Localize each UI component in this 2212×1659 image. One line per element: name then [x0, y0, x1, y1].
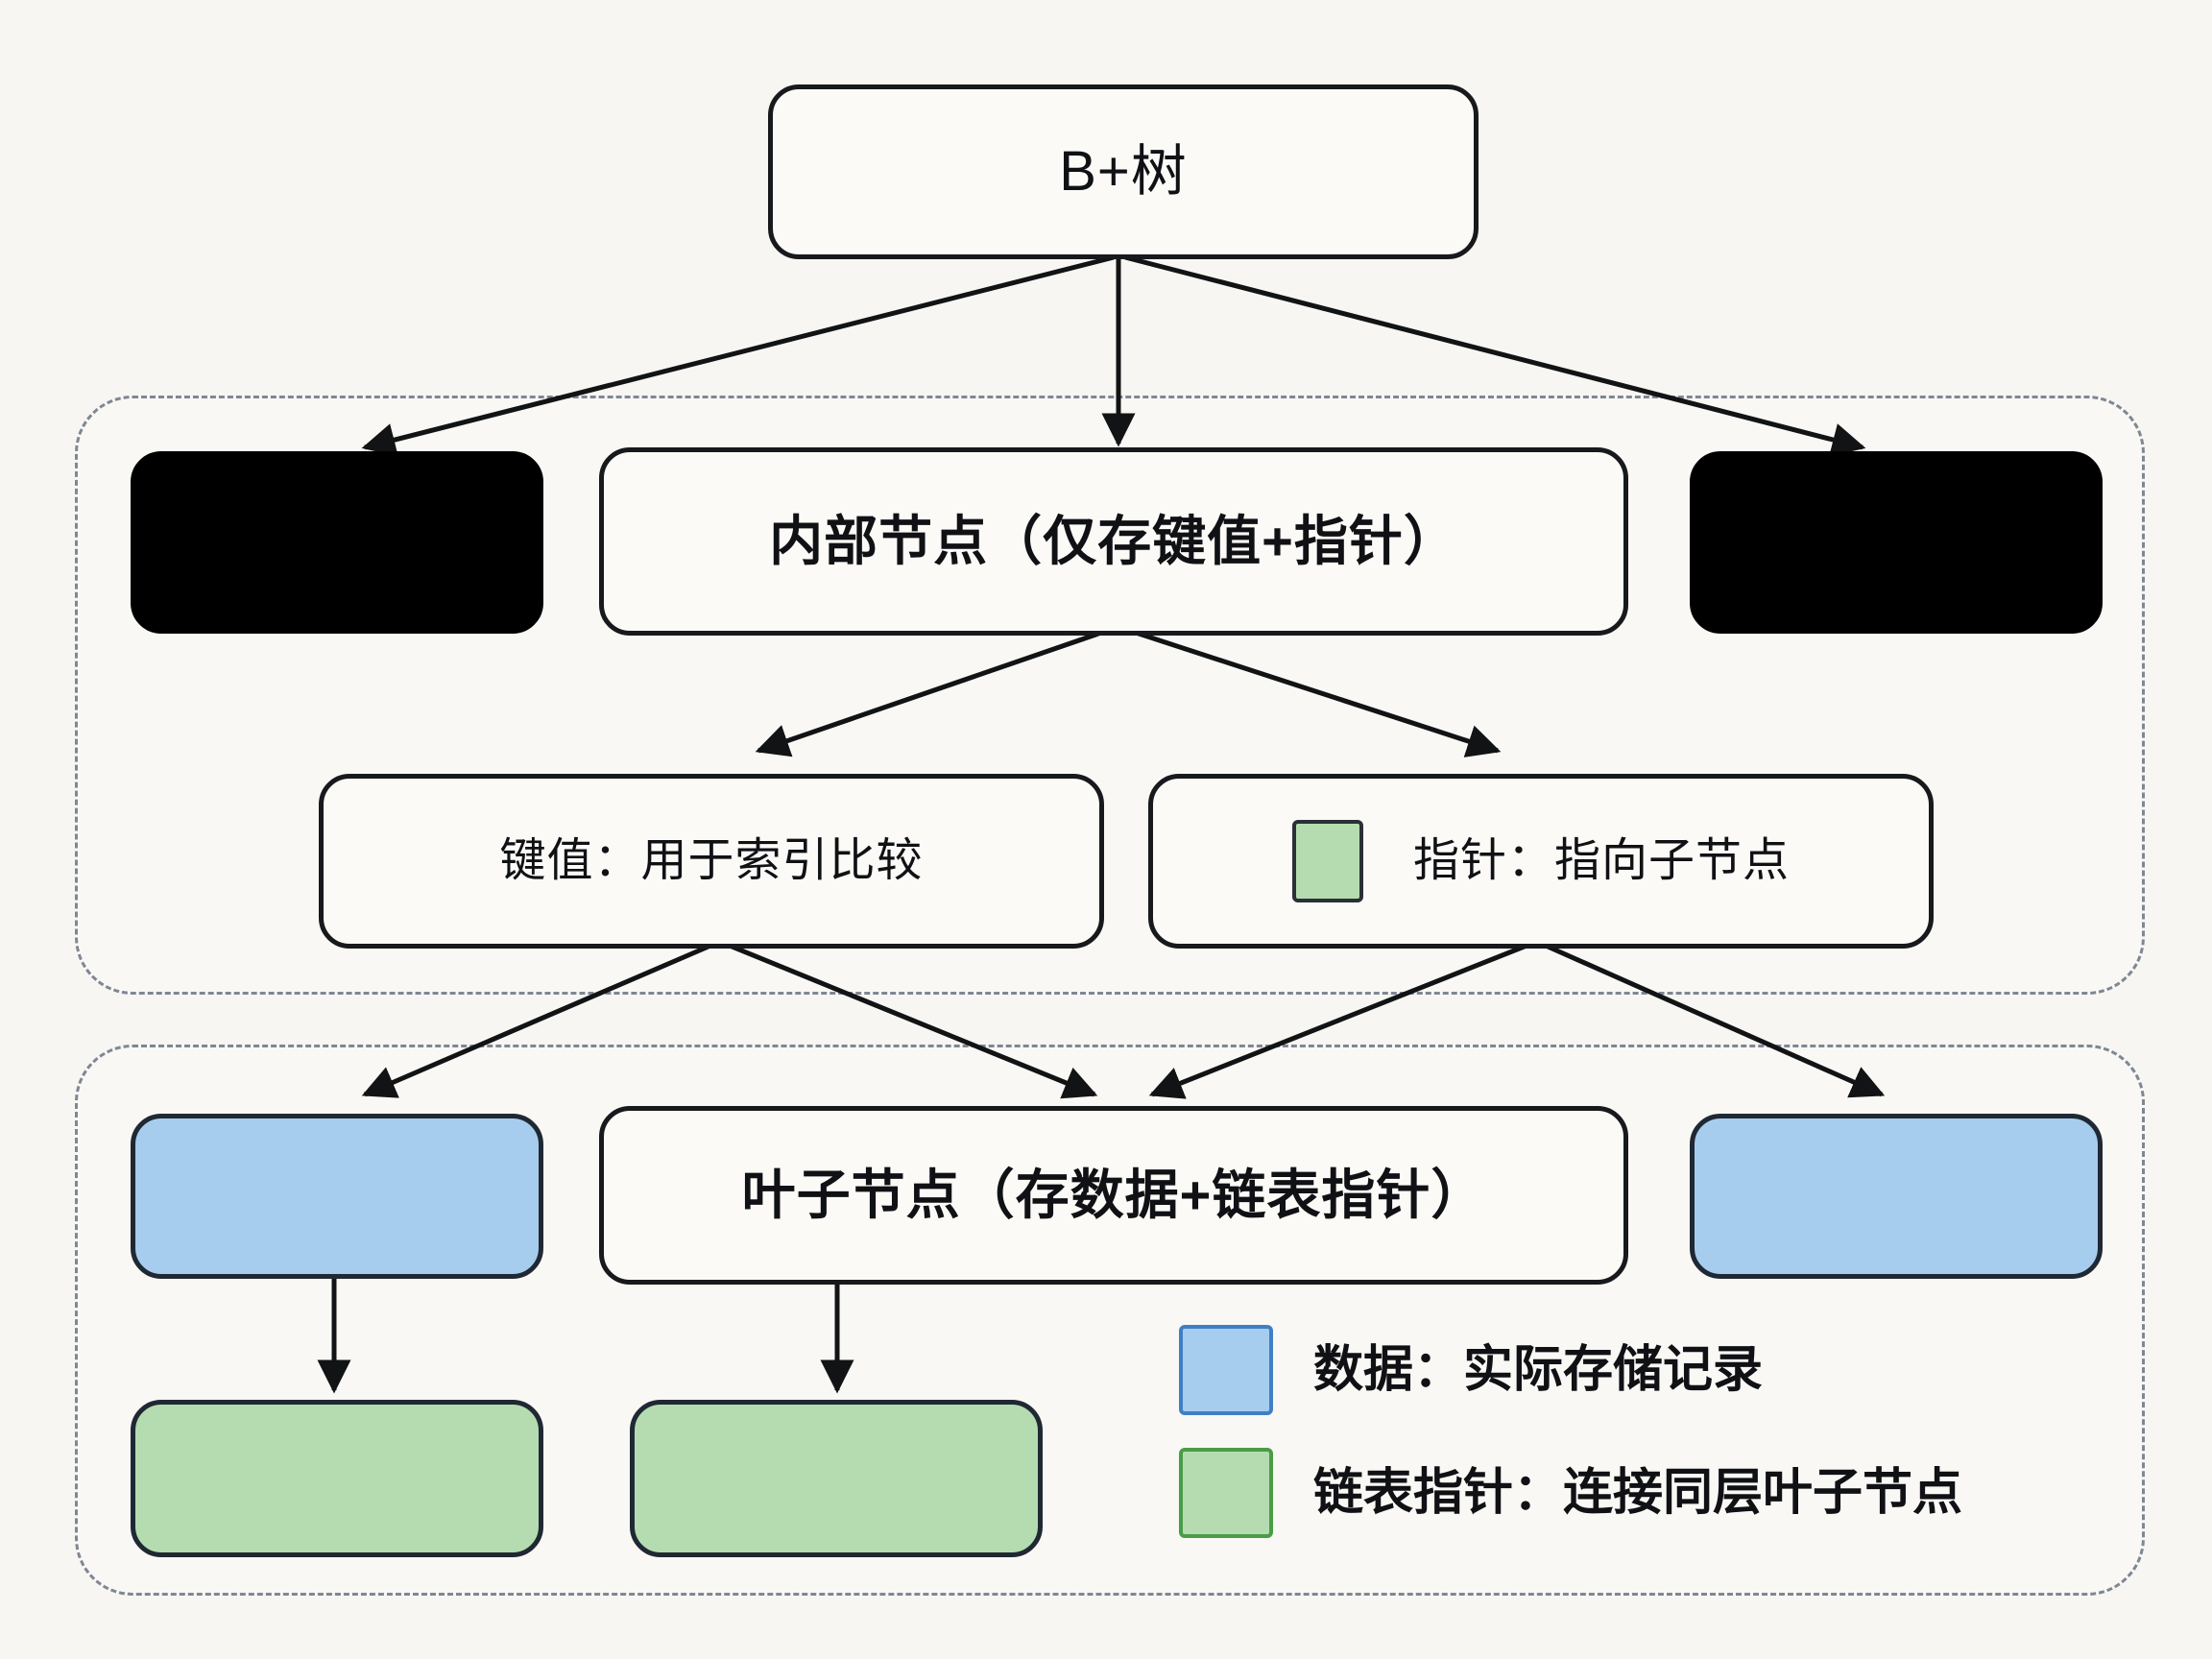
node-internal[interactable]: 内部节点（仅存键值+指针）: [599, 447, 1628, 636]
legend-item-linked-pointer: 链表指针：连接同层叶子节点: [1179, 1448, 1962, 1538]
legend-item-linked-pointer-label: 链表指针：连接同层叶子节点: [1313, 1465, 1963, 1521]
node-internal-left-black[interactable]: [131, 451, 543, 634]
legend-item-data-label: 数据：实际存储记录: [1313, 1342, 1764, 1398]
node-internal-label: 内部节点（仅存键值+指针）: [769, 511, 1458, 571]
legend-green-swatch-icon: [1179, 1448, 1273, 1538]
node-leaf-right-blue[interactable]: [1690, 1114, 2103, 1279]
node-leaf-label: 叶子节点（存数据+链表指针）: [741, 1165, 1486, 1225]
node-leaf-left-blue[interactable]: [131, 1114, 543, 1279]
node-leaf[interactable]: 叶子节点（存数据+链表指针）: [599, 1106, 1628, 1285]
node-pointer-label: 指针：指向子节点: [1412, 835, 1790, 886]
node-root-label: B+树: [1059, 140, 1188, 203]
node-key-label: 键值：用于索引比较: [499, 835, 924, 886]
legend-item-data: 数据：实际存储记录: [1179, 1325, 1962, 1415]
node-leaf-green-left[interactable]: [131, 1400, 543, 1557]
node-leaf-green-right[interactable]: [630, 1400, 1043, 1557]
node-internal-right-black[interactable]: [1690, 451, 2103, 634]
legend: 数据：实际存储记录 链表指针：连接同层叶子节点: [1179, 1325, 1962, 1538]
legend-blue-swatch-icon: [1179, 1325, 1273, 1415]
pointer-row: 指针：指向子节点: [1254, 820, 1828, 902]
node-key[interactable]: 键值：用于索引比较: [319, 774, 1104, 949]
node-root[interactable]: B+树: [768, 84, 1479, 259]
pointer-swatch-icon: [1291, 820, 1363, 902]
node-pointer[interactable]: 指针：指向子节点: [1148, 774, 1934, 949]
